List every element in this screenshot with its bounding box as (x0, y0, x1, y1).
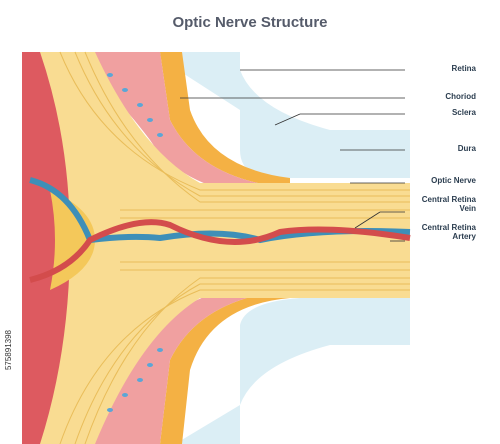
label-optic-nerve: Optic Nerve (431, 176, 476, 185)
label-vein-line1: Central Retina (421, 195, 476, 204)
label-artery-line2: Artery (452, 232, 476, 241)
photoreceptors-top (107, 73, 163, 137)
dura-band (175, 52, 410, 178)
label-dura: Dura (457, 144, 476, 153)
leader-lines (180, 69, 405, 242)
label-retina: Retina (451, 64, 476, 73)
nerve-fibers (59, 51, 410, 444)
stock-id: 575891398 (4, 330, 13, 371)
label-central-retina-artery: Central Retina Artery (396, 223, 476, 241)
label-sclera: Sclera (451, 108, 476, 117)
central-retina-vein (29, 177, 411, 244)
diagram-title: Optic Nerve Structure (172, 14, 328, 31)
optic-nerve (40, 52, 410, 444)
label-vein-line2: Vein (459, 204, 476, 213)
choroid-top (160, 52, 290, 188)
sclera-bottom (175, 298, 410, 444)
choroid-bottom (160, 290, 290, 444)
central-retina-artery (29, 219, 411, 283)
retina-bottom (70, 280, 290, 444)
label-artery-line1: Central Retina (421, 223, 476, 232)
label-central-retina-vein: Central Retina Vein (396, 195, 476, 213)
photoreceptors-bottom (107, 348, 163, 412)
label-choroid: Choriod (445, 92, 476, 101)
